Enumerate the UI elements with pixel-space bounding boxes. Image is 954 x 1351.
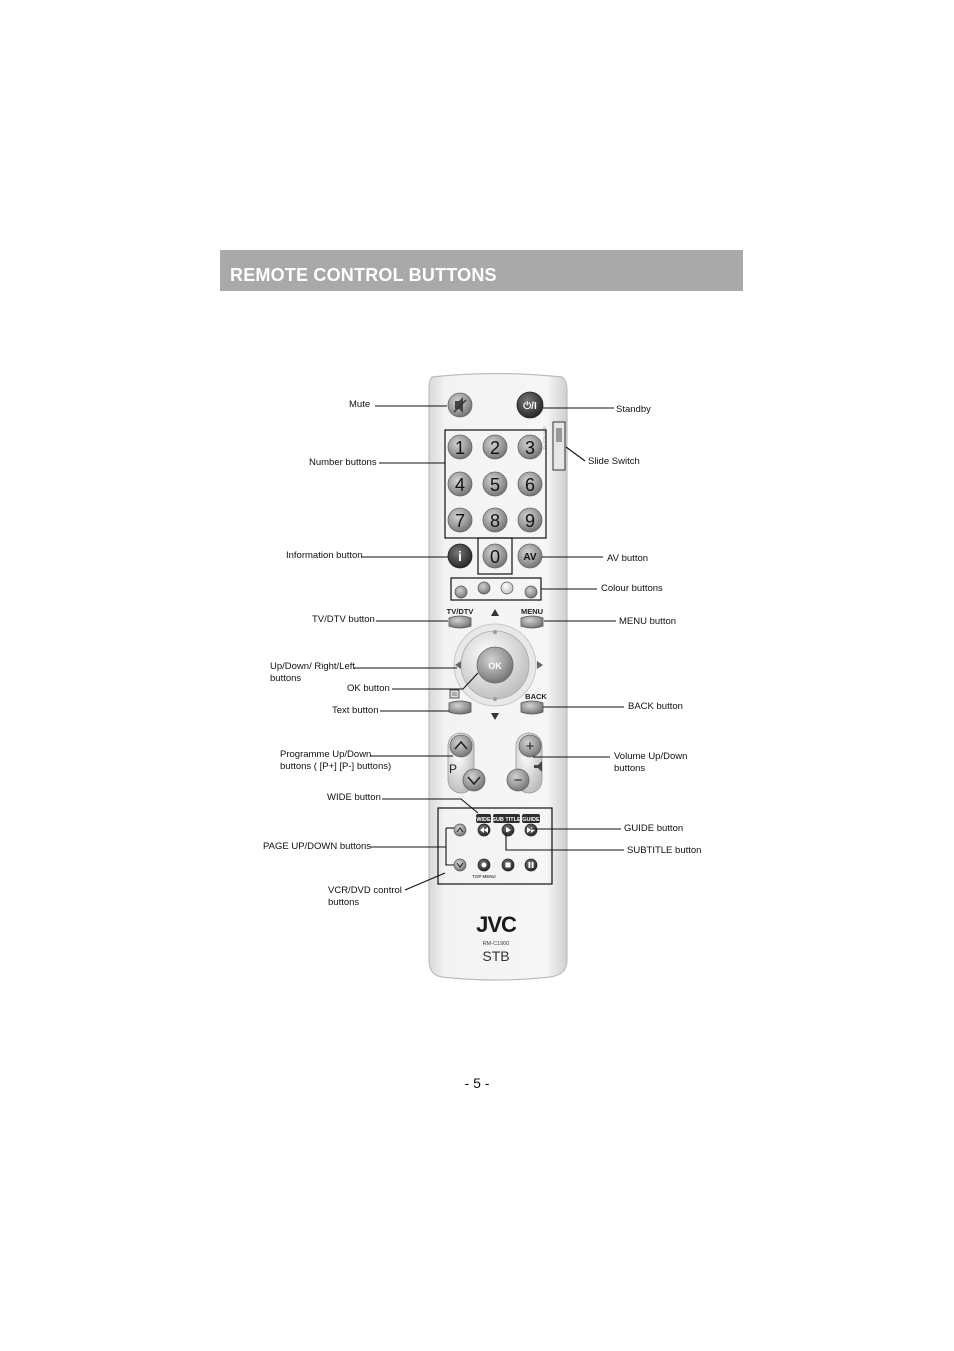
wide-button[interactable]: WIDE	[476, 814, 491, 823]
yellow-button[interactable]	[501, 582, 513, 594]
blue-button[interactable]	[525, 586, 537, 598]
device-label: STB	[482, 948, 509, 964]
green-button[interactable]	[478, 582, 490, 594]
av-button[interactable]: AV	[518, 544, 542, 568]
label-back-button: BACK button	[628, 701, 683, 713]
label-colour-buttons: Colour buttons	[601, 583, 663, 595]
av-label: AV	[523, 552, 536, 563]
label-page-updown: PAGE UP/DOWN buttons	[263, 841, 371, 853]
ok-label: OK	[488, 661, 502, 671]
number-button-4[interactable]: 4	[448, 472, 472, 496]
number-label: 9	[525, 511, 535, 531]
number-label: 7	[455, 511, 465, 531]
page-down-button[interactable]	[454, 859, 466, 871]
number-button-1[interactable]: 1	[448, 435, 472, 459]
number-button-6[interactable]: 6	[518, 472, 542, 496]
standby-button[interactable]: ⏻/I	[517, 392, 543, 418]
number-button-3[interactable]: 3	[518, 435, 542, 459]
number-label: 6	[525, 475, 535, 495]
page-up-button[interactable]	[454, 824, 466, 836]
brand-logo: JVC	[476, 912, 517, 937]
info-icon: i	[458, 548, 462, 564]
model-number: RM-C1900	[483, 941, 510, 947]
number-button-2[interactable]: 2	[483, 435, 507, 459]
number-button-8[interactable]: 8	[483, 508, 507, 532]
rewind-button[interactable]	[478, 824, 490, 836]
volume-plus-label: +	[526, 738, 535, 755]
programme-up-button[interactable]	[450, 735, 472, 757]
guide-button[interactable]: GUIDE	[522, 814, 540, 823]
label-updown-line2: buttons	[270, 673, 355, 685]
number-button-7[interactable]: 7	[448, 508, 472, 532]
programme-down-button[interactable]	[463, 769, 485, 791]
number-label: 8	[490, 511, 500, 531]
number-label: 0	[490, 547, 500, 567]
label-slide-switch: Slide Switch	[588, 456, 640, 468]
subtitle-button[interactable]: SUB TITLE	[492, 814, 521, 823]
play-button[interactable]	[502, 824, 514, 836]
tv-dtv-button[interactable]	[449, 616, 471, 628]
label-updown-line1: Up/Down/ Right/Left	[270, 661, 355, 673]
back-button[interactable]	[521, 701, 543, 714]
number-button-0[interactable]: 0	[483, 544, 507, 568]
standby-symbol: ⏻/I	[523, 400, 537, 412]
number-label: 3	[525, 438, 535, 458]
mute-button[interactable]	[448, 393, 472, 417]
guide-label: GUIDE	[522, 817, 540, 823]
label-volume-line2: buttons	[614, 763, 687, 775]
page-number: - 5 -	[0, 1075, 954, 1091]
label-information-button: Information button	[286, 550, 363, 562]
back-label: BACK	[525, 692, 547, 701]
label-subtitle-button: SUBTITLE button	[627, 845, 701, 857]
label-guide-button: GUIDE button	[624, 823, 683, 835]
label-mute: Mute	[349, 399, 370, 411]
label-vcr-line1: VCR/DVD control	[328, 885, 402, 897]
pause-button[interactable]	[525, 859, 537, 871]
stop-button[interactable]	[502, 859, 514, 871]
number-button-5[interactable]: 5	[483, 472, 507, 496]
label-wide-button: WIDE button	[327, 792, 381, 804]
label-updown-buttons: Up/Down/ Right/Left buttons	[270, 661, 355, 685]
label-ok-button: OK button	[347, 683, 390, 695]
label-volume-buttons: Volume Up/Down buttons	[614, 751, 687, 775]
menu-label: MENU	[521, 607, 543, 616]
number-label: 4	[455, 475, 465, 495]
label-menu-button: MENU button	[619, 616, 676, 628]
wide-label: WIDE	[476, 817, 491, 823]
number-label: 1	[455, 438, 465, 458]
label-standby: Standby	[616, 404, 651, 416]
ok-button[interactable]: OK	[477, 647, 513, 683]
menu-button[interactable]	[521, 616, 543, 628]
number-button-9[interactable]: 9	[518, 508, 542, 532]
top-menu-label: TOP MENU	[472, 874, 496, 879]
label-programme-line1: Programme Up/Down	[280, 749, 391, 761]
red-button[interactable]	[455, 586, 467, 598]
label-programme-line2: buttons ( [P+] [P-] buttons)	[280, 761, 391, 773]
label-text-button: Text button	[332, 705, 378, 717]
subtitle-label: SUB TITLE	[492, 817, 521, 823]
number-label: 2	[490, 438, 500, 458]
label-vcr-dvd-buttons: VCR/DVD control buttons	[328, 885, 402, 909]
volume-minus-label: −	[514, 772, 523, 789]
label-volume-line1: Volume Up/Down	[614, 751, 687, 763]
number-label: 5	[490, 475, 500, 495]
information-button[interactable]: i	[448, 544, 472, 568]
label-number-buttons: Number buttons	[309, 457, 377, 469]
record-button[interactable]	[478, 859, 490, 871]
fast-forward-button[interactable]	[525, 824, 537, 836]
label-vcr-line2: buttons	[328, 897, 402, 909]
programme-label: P	[449, 762, 457, 776]
tv-dtv-label: TV/DTV	[447, 607, 474, 616]
label-tv-dtv-button: TV/DTV button	[312, 614, 375, 626]
label-programme-buttons: Programme Up/Down buttons ( [P+] [P-] bu…	[280, 749, 391, 773]
label-av-button: AV button	[607, 553, 648, 565]
